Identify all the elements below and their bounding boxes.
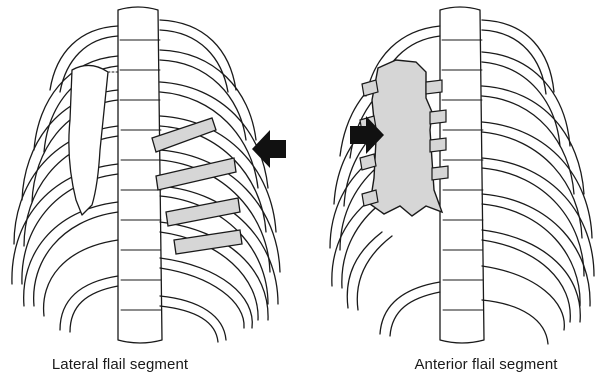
flail-fragment [360,154,376,170]
flail-fragment [430,138,446,152]
flail-fragment [432,166,448,180]
caption-lateral: Lateral flail segment [0,356,240,373]
spine [118,7,162,343]
flail-fragment [174,230,242,254]
flail-fragment [426,80,442,94]
arrow-icon [252,130,286,168]
anterior-flail-figure: Anterior flail segment [300,0,600,383]
sternum [69,65,118,215]
flail-segment [152,118,242,254]
flail-fragment [152,118,216,152]
anterior-ribcage-illustration [300,0,600,383]
flail-fragment [166,198,240,226]
ribs-right [482,20,594,330]
caption-anterior: Anterior flail segment [366,356,600,373]
lateral-flail-figure: Lateral flail segment [0,0,300,383]
lateral-ribcage-illustration [0,0,300,383]
flail-fragment [430,110,446,124]
flail-fragment [156,158,236,190]
